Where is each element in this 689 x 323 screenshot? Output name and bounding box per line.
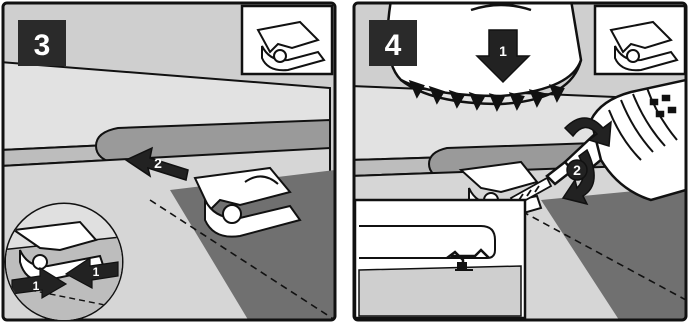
step-4-panel: 1 2 4 bbox=[351, 0, 689, 323]
inset-arrow-right-label: 1 bbox=[93, 265, 100, 279]
step-number: 3 bbox=[34, 29, 51, 62]
drill-arrow-label: 2 bbox=[573, 162, 581, 178]
step-4-illustration: 1 2 4 bbox=[351, 0, 689, 323]
clip-thumbnail bbox=[242, 6, 332, 74]
press-arrow-label: 1 bbox=[499, 43, 507, 59]
step-3-illustration: 2 3 1 1 bbox=[0, 0, 338, 323]
step-3-panel: 2 3 1 1 bbox=[0, 0, 338, 323]
step-number: 4 bbox=[385, 29, 402, 62]
push-arrow-label: 2 bbox=[154, 155, 162, 171]
clip-thumbnail bbox=[595, 6, 685, 74]
side-section-inset bbox=[355, 200, 525, 318]
inset-arrow-left-label: 1 bbox=[33, 279, 40, 293]
